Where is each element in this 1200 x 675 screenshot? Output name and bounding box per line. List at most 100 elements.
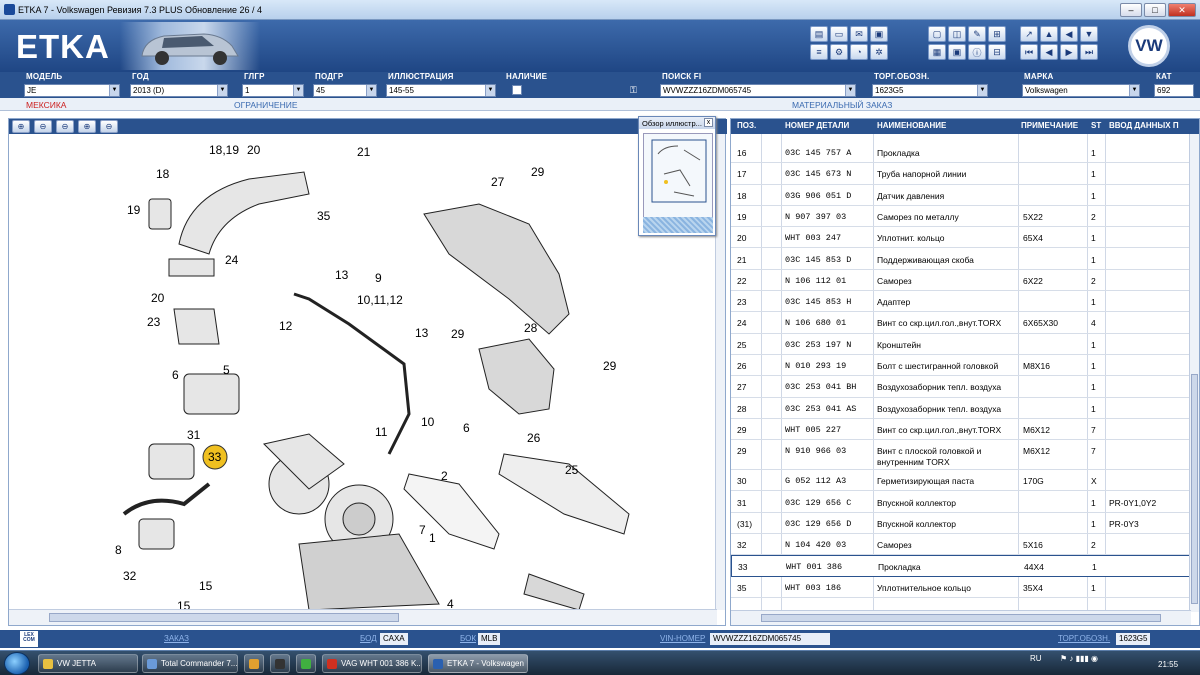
diagram-label[interactable]: 29 [603,359,617,373]
diagram-label[interactable]: 6 [463,421,470,435]
col-name[interactable]: НАИМЕНОВАНИЕ [877,121,947,130]
window-icon[interactable]: ▭ [830,26,848,42]
scroll-thumb[interactable] [761,614,1161,622]
task-vw-jetta[interactable]: VW JETTA [38,654,138,673]
diagram-label[interactable]: 12 [279,319,293,333]
restriction-link[interactable]: ОГРАНИЧЕНИЕ [234,100,298,110]
diagram-label[interactable]: 15 [199,579,213,593]
diagram-label[interactable]: 29 [451,327,465,341]
availability-checkbox[interactable] [512,85,522,95]
zoom-area-icon[interactable]: ⊕ [78,120,96,133]
table-vscroll[interactable] [1189,134,1199,612]
diagram-label[interactable]: 7 [419,523,426,537]
diagram-label[interactable]: 6 [172,368,179,382]
cat-field[interactable]: 692 [1154,84,1194,97]
diagram-label[interactable]: 9 [375,271,382,285]
task-app-2[interactable] [270,654,290,673]
language-indicator[interactable]: RU [1030,654,1042,663]
info-icon[interactable]: ⓘ [968,44,986,60]
back-arrow-icon[interactable]: ◀ [1060,26,1078,42]
diagram-label[interactable]: 28 [524,321,538,335]
doc-icon[interactable]: ▣ [870,26,888,42]
zoom-reset-icon[interactable]: ⊖ [100,120,118,133]
illustration-select[interactable]: 145-55▼ [386,84,496,97]
diagram-label[interactable]: 20 [247,143,261,157]
last-icon[interactable]: ⏭ [1080,44,1098,60]
year-select[interactable]: 2013 (D)▼ [130,84,228,97]
print-icon[interactable]: ▤ [810,26,828,42]
maximize-button[interactable]: □ [1144,3,1166,17]
diagram-label[interactable]: 19 [127,203,141,217]
diagram-label[interactable]: 26 [527,431,541,445]
next-icon[interactable]: ▶ [1060,44,1078,60]
start-button[interactable] [4,652,30,675]
trade-select[interactable]: 1623G5▼ [872,84,988,97]
key-icon[interactable]: ⚿ [630,85,637,95]
diagram-label[interactable]: 21 [357,145,371,159]
search-fi-select[interactable]: WVWZZZ16ZDM065745▼ [660,84,856,97]
callout-33-highlight[interactable] [202,444,228,470]
diagram-label[interactable]: 32 [123,569,137,583]
col-note[interactable]: ПРИМЕЧАНИЕ [1021,121,1079,130]
parts-diagram[interactable]: 18,19 20 21 18 29 35 27 19 24 13 9 10,11… [9,134,717,610]
material-order-link[interactable]: МАТЕРИАЛЬНЫЙ ЗАКАЗ [792,100,893,110]
diagram-label[interactable]: 18 [156,167,170,181]
diagram-label[interactable]: 4 [447,597,454,610]
diagram-label[interactable]: 10 [421,415,435,429]
overview-close-button[interactable]: x [704,118,713,127]
market-label[interactable]: МЕКСИКА [26,100,67,110]
model-select[interactable]: JE▼ [24,84,120,97]
zoom-out-icon[interactable]: ⊖ [34,120,52,133]
wheel-icon[interactable]: ✲ [870,44,888,60]
zoom-fit-icon[interactable]: ⊖ [56,120,74,133]
diagram-label[interactable]: 25 [565,463,579,477]
first-icon[interactable]: ⏮ [1020,44,1038,60]
table-hscroll[interactable] [731,610,1191,625]
down-arrow-icon[interactable]: ▼ [1080,26,1098,42]
diagram-label[interactable]: 20 [151,291,165,305]
diagram-label[interactable]: 29 [531,165,545,179]
diagram-label[interactable]: 1 [429,531,436,545]
diagram-label[interactable]: 27 [491,175,505,189]
diagram-label[interactable]: 10,11,12 [357,293,403,307]
task-etka[interactable]: ETKA 7 - Volkswagen [428,654,528,673]
data-icon[interactable]: ▦ [928,44,946,60]
scroll-thumb[interactable] [49,613,399,622]
subgroup-select[interactable]: 45▼ [313,84,377,97]
diagram-label[interactable]: 15 [177,599,191,610]
clock[interactable]: 21:55 [1158,660,1179,669]
minimize-button[interactable]: – [1120,3,1142,17]
zoom-in-icon[interactable]: ⊕ [12,120,30,133]
task-total-commander[interactable]: Total Commander 7.... [142,654,238,673]
elsa-icon[interactable]: ◫ [948,26,966,42]
diagram-label[interactable]: 24 [225,253,239,267]
diagram-label[interactable]: 33 [208,450,222,464]
pc-icon[interactable]: ▣ [948,44,966,60]
col-st[interactable]: ST [1091,121,1102,130]
notes-icon[interactable]: ✎ [968,26,986,42]
tool-icon[interactable]: ⚙ [830,44,848,60]
col-pos[interactable]: ПОЗ. [737,121,757,130]
service-icon[interactable]: ✉ [850,26,868,42]
diagram-label[interactable]: 5 [223,363,230,377]
order-link[interactable]: ЗАКАЗ [164,634,189,643]
